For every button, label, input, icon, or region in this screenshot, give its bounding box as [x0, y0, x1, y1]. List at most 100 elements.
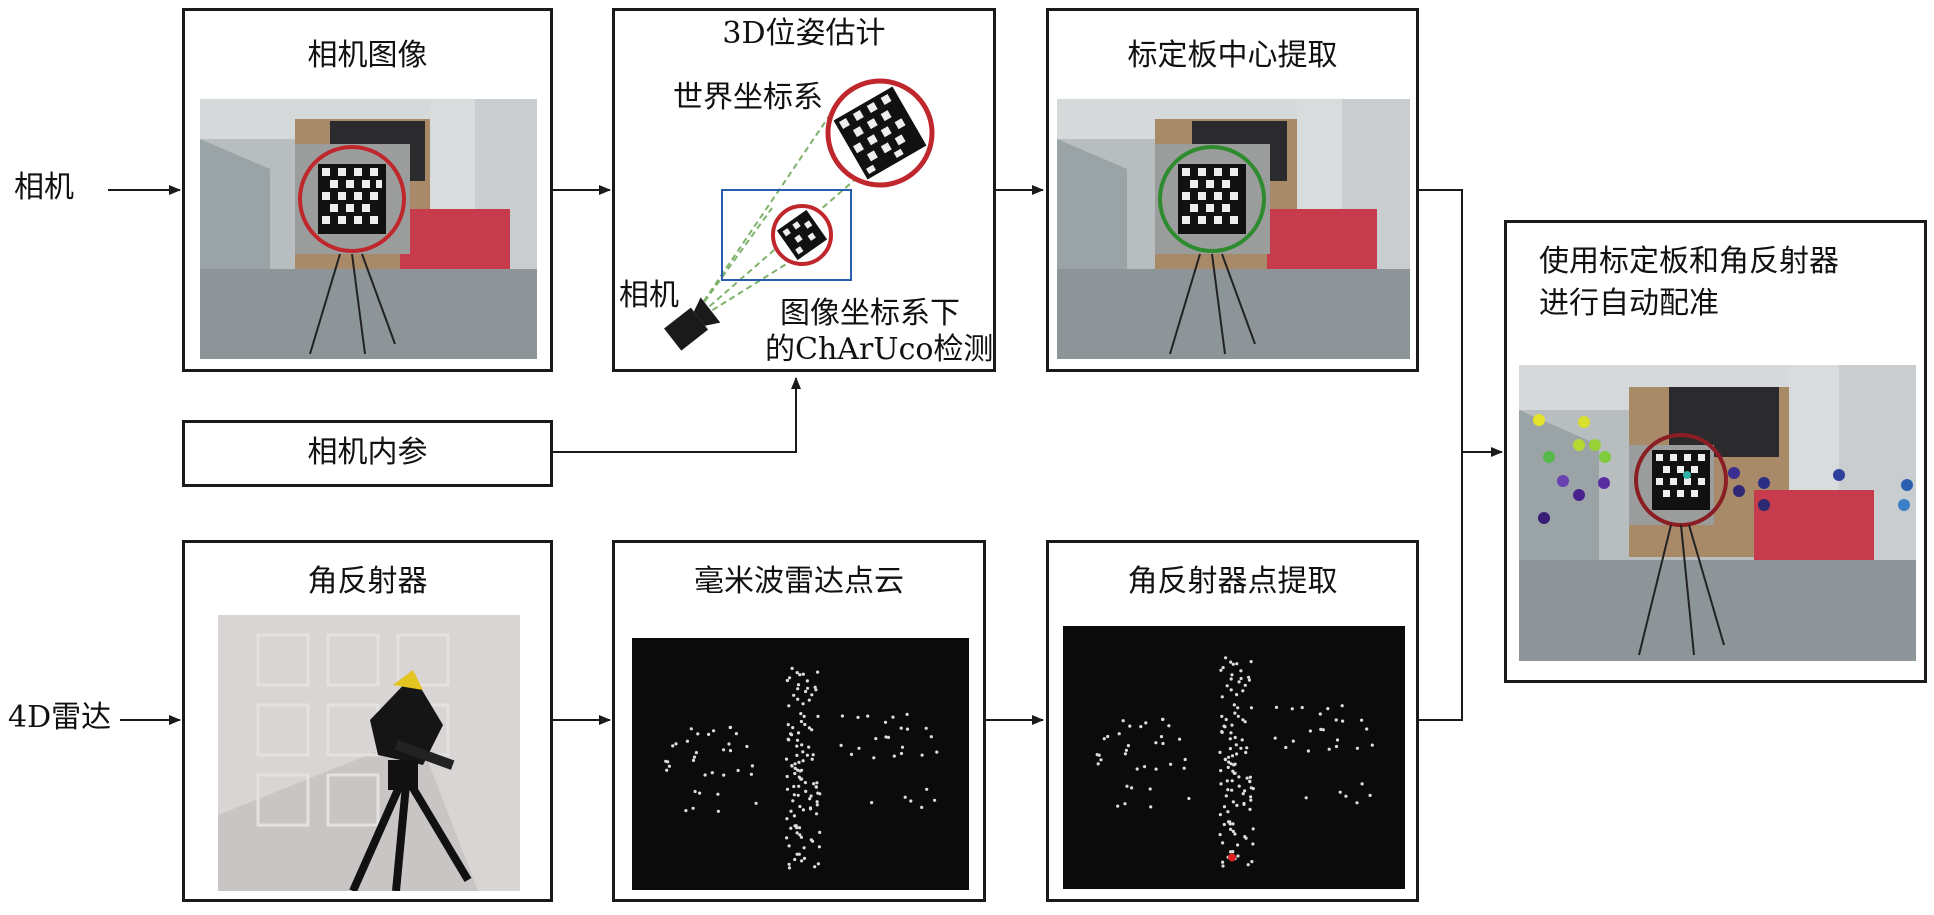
- radar-point: [1218, 833, 1222, 837]
- radar-point: [1334, 718, 1338, 722]
- radar-point: [793, 766, 797, 770]
- radar-point: [1220, 730, 1224, 734]
- radar-point: [807, 745, 811, 749]
- radar-point: [1243, 720, 1247, 724]
- radar-point: [857, 746, 861, 750]
- radar-point: [1187, 796, 1191, 801]
- radar-point: [793, 771, 797, 776]
- radar-point: [689, 727, 693, 731]
- radar-point: [1221, 864, 1225, 868]
- radar-point: [1095, 753, 1099, 757]
- radar-point: [809, 838, 813, 842]
- radar-point: [1219, 668, 1223, 672]
- radar-point: [787, 844, 791, 848]
- radar-point: [1237, 680, 1241, 684]
- radar-point: [1144, 721, 1148, 725]
- corner-reflector-photo: [218, 615, 520, 891]
- radar-point: [1338, 790, 1342, 794]
- radar-point: [802, 846, 806, 850]
- radar-point: [900, 745, 905, 749]
- radar-point: [797, 784, 801, 788]
- radar-point: [1219, 769, 1223, 773]
- radar-point: [1246, 863, 1250, 867]
- radar-point: [784, 757, 789, 761]
- radar-point: [1220, 714, 1224, 718]
- radar-point: [799, 719, 803, 724]
- radar-point: [801, 808, 805, 812]
- radar-point: [789, 733, 794, 737]
- radar-point: [1128, 724, 1132, 728]
- radar-point: [870, 801, 874, 805]
- radar-point: [1239, 676, 1243, 681]
- radar-point: [1121, 719, 1125, 723]
- radar-point: [722, 748, 726, 752]
- radar-point: [1139, 725, 1143, 729]
- radar-point: [1236, 714, 1240, 718]
- radar-point: [800, 743, 804, 747]
- auto-registration-title-line1: 使用标定板和角反射器: [1539, 244, 1839, 279]
- radar-point: [1242, 801, 1246, 806]
- radar-point: [899, 751, 904, 756]
- radar-point: [1225, 779, 1229, 783]
- radar-point: [805, 679, 809, 683]
- radar-point: [1229, 660, 1233, 664]
- radar-point: [874, 737, 878, 741]
- radar-point: [685, 739, 689, 743]
- radar-point: [866, 714, 870, 718]
- radar-point: [1308, 729, 1312, 733]
- radar-point: [933, 798, 937, 802]
- radar-point: [1232, 703, 1236, 707]
- radar-point: [1368, 793, 1372, 797]
- radar-point: [691, 758, 696, 762]
- radar-point: [1248, 779, 1252, 783]
- radar-point: [1306, 749, 1310, 753]
- radar-point: [891, 715, 895, 719]
- radar-point: [1274, 705, 1279, 709]
- radar-point: [799, 712, 803, 716]
- radar-point: [693, 789, 697, 794]
- radar-point: [1231, 822, 1235, 826]
- radar-point: [815, 803, 819, 807]
- radar-point: [797, 826, 802, 830]
- radar-point: [1159, 735, 1164, 739]
- radar-point: [796, 683, 801, 687]
- radar-point: [1235, 803, 1239, 807]
- radar-point: [785, 774, 789, 779]
- radar-point: [1370, 743, 1374, 747]
- radar-point: [1228, 737, 1232, 741]
- radar-point: [1154, 767, 1158, 771]
- radar-point: [816, 714, 820, 718]
- radar-point: [795, 753, 799, 757]
- radar-point: [1365, 727, 1369, 731]
- radar-point: [1232, 763, 1236, 767]
- radar-point: [796, 697, 800, 701]
- radar-point: [707, 732, 711, 736]
- radar-point: [716, 809, 720, 813]
- radar-point: [1229, 688, 1233, 692]
- radar-point: [1126, 744, 1130, 748]
- radar-point: [1229, 677, 1233, 681]
- radar-point: [1124, 748, 1128, 752]
- radar-point: [1234, 743, 1238, 747]
- radar-point: [750, 764, 754, 768]
- radar-point: [1230, 754, 1235, 758]
- radar-point: [814, 785, 818, 789]
- radar-point: [665, 768, 669, 772]
- radar-point: [793, 762, 797, 766]
- radar-point: [796, 793, 800, 797]
- radar-point: [1149, 805, 1153, 809]
- radar-point: [803, 722, 807, 727]
- radar-point: [1218, 750, 1222, 754]
- radar-point: [792, 784, 796, 789]
- radar-point: [710, 771, 714, 775]
- radar-point: [1235, 752, 1239, 756]
- radar-point: [1226, 810, 1230, 814]
- world-frame-label: 世界坐标系: [673, 80, 823, 115]
- radar-point: [808, 806, 813, 810]
- radar-point: [1249, 795, 1253, 799]
- radar-point: [797, 760, 801, 764]
- radar-point: [924, 726, 928, 730]
- radar-point: [795, 738, 800, 742]
- radar-point: [1125, 784, 1129, 788]
- radar-point: [1231, 800, 1235, 804]
